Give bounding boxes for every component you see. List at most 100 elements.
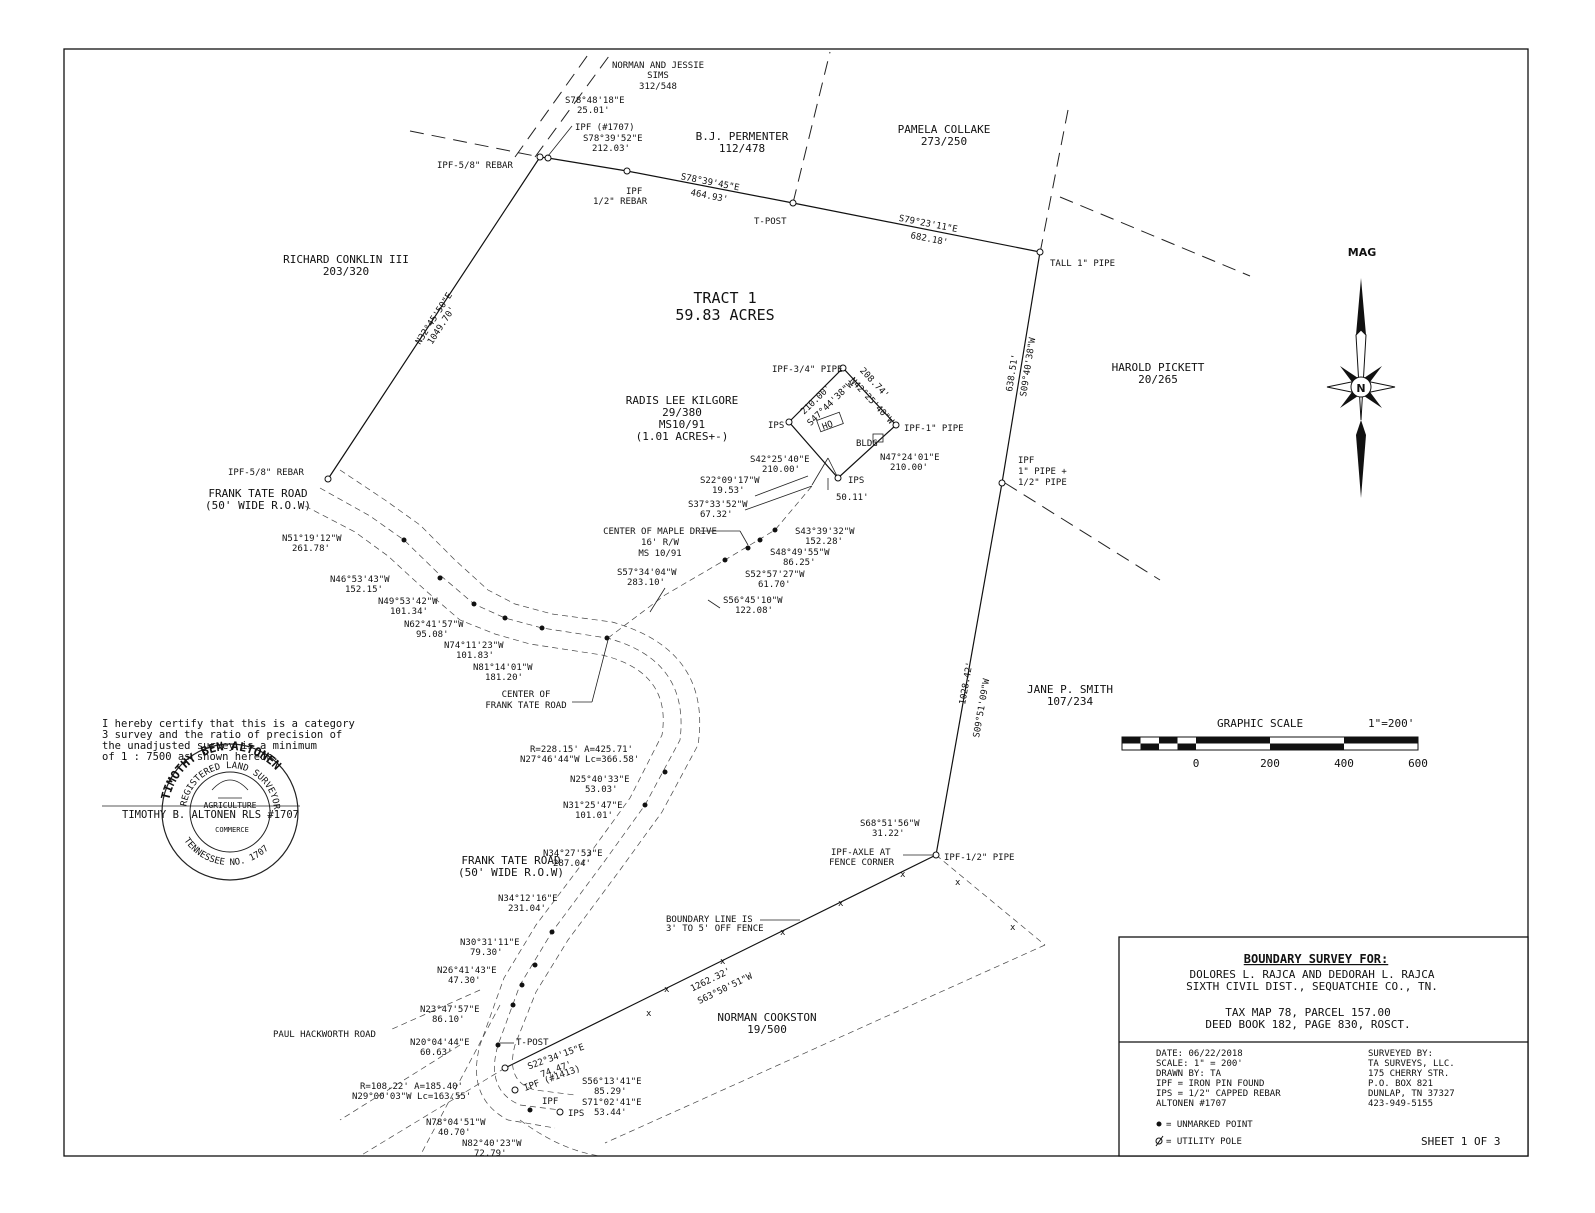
call-m2-bearing: S48°49'55"W bbox=[770, 548, 830, 558]
title-location: SIXTH CIVIL DIST., SEQUATCHIE CO., TN. bbox=[1186, 980, 1438, 993]
tb-street: 175 CHERRY STR. bbox=[1368, 1069, 1449, 1079]
cert-line-3: the unadjusted survey is a minimum bbox=[102, 740, 317, 752]
call-b3-bearing: S71°02'41"E bbox=[582, 1098, 642, 1108]
call-m4-dist: 122.08' bbox=[735, 606, 773, 616]
call-r12-bearing: N26°41'43"E bbox=[437, 966, 497, 976]
tract-name: TRACT 1 bbox=[693, 289, 756, 307]
call-r7-dist: 53.03' bbox=[585, 785, 618, 795]
scale-tick-200: 200 bbox=[1260, 757, 1280, 770]
call-r9-dist: 287.04' bbox=[553, 859, 591, 869]
conklin-deed: 203/320 bbox=[323, 265, 369, 278]
fence-note-1: BOUNDARY LINE IS bbox=[666, 915, 753, 925]
call-m2-dist: 86.25' bbox=[783, 558, 816, 568]
fence-marks: x x x x x x x x bbox=[646, 870, 1016, 1019]
ips-a-label: IPS bbox=[768, 421, 784, 431]
conklin-name: RICHARD CONKLIN III bbox=[283, 253, 409, 266]
call-r5-dist: 101.83' bbox=[456, 651, 494, 661]
center-frank-tate-2: FRANK TATE ROAD bbox=[485, 701, 566, 711]
tb-altonen: ALTONEN #1707 bbox=[1156, 1099, 1226, 1109]
tb-drawn: DRAWN BY: TA bbox=[1156, 1069, 1222, 1079]
frank-tate-label-lower: FRANK TATE ROAD bbox=[461, 854, 560, 867]
curve1-radius: R=228.15' A=425.71' bbox=[530, 745, 633, 755]
call-c3-bearing: S78°39'45"E bbox=[680, 172, 740, 193]
ipf-58-top-label: IPF-5/8" REBAR bbox=[437, 161, 513, 171]
ipf-axle-fence: FENCE CORNER bbox=[829, 858, 895, 868]
paul-hackworth-label: PAUL HACKWORTH ROAD bbox=[273, 1030, 376, 1040]
call-r10-dist: 231.04' bbox=[508, 904, 546, 914]
call-m4-bearing: S56°45'10"W bbox=[723, 596, 783, 606]
graphic-scale: GRAPHIC SCALE 1"=200' 0 200 400 600 bbox=[1121, 717, 1428, 770]
north-mag-label: MAG bbox=[1348, 246, 1377, 259]
svg-text:x: x bbox=[720, 957, 726, 967]
call-r13-dist: 86.10' bbox=[432, 1015, 465, 1025]
call-k6-bearing: S37°33'52"W bbox=[688, 500, 748, 510]
call-m1-dist: 152.28' bbox=[805, 537, 843, 547]
survey-points bbox=[324, 153, 1044, 1116]
pickett-name: HAROLD PICKETT bbox=[1112, 361, 1205, 374]
road-calls: N51°19'12"W 261.78' N46°53'43"W 152.15' … bbox=[282, 534, 642, 1159]
maple-calls: S43°39'32"W 152.28' S48°49'55"W 86.25' S… bbox=[617, 527, 855, 616]
call-r15-dist: 40.70' bbox=[438, 1128, 471, 1138]
legend-pole-symbol bbox=[1155, 1137, 1163, 1145]
tpost-top-label: T-POST bbox=[754, 217, 787, 227]
cert-line-2: 3 survey and the ratio of precision of bbox=[102, 729, 342, 741]
call-k3-bearing: S42°25'40"E bbox=[750, 455, 810, 465]
frank-tate-road bbox=[304, 469, 701, 1157]
call-k3-dist: 210.00' bbox=[762, 465, 800, 475]
pin-labels: IPF (#1707) IPF-5/8" REBAR IPF 1/2" REBA… bbox=[228, 123, 1115, 1119]
call-c2-dist: 212.03' bbox=[592, 144, 630, 154]
call-m5-dist: 283.10' bbox=[627, 578, 665, 588]
call-c7-bearing: S09°51'09"W bbox=[972, 678, 992, 739]
call-r10-bearing: N34°12'16"E bbox=[498, 894, 558, 904]
call-r16-bearing: N82°40'23"W bbox=[462, 1139, 522, 1149]
maple-row: 16' R/W bbox=[641, 538, 680, 548]
call-c7-dist: 1028.42' bbox=[958, 661, 975, 705]
pickett-deed: 20/265 bbox=[1138, 373, 1178, 386]
call-r1-bearing: N51°19'12"W bbox=[282, 534, 342, 544]
collake-name: PAMELA COLLAKE bbox=[898, 123, 991, 136]
title-heading: BOUNDARY SURVEY FOR: bbox=[1244, 952, 1389, 966]
sims-name: NORMAN AND JESSIE bbox=[612, 61, 704, 71]
call-r14-bearing: N20°04'44"E bbox=[410, 1038, 470, 1048]
sheet-border bbox=[63, 48, 1529, 1157]
call-r4-bearing: N62°41'57"W bbox=[404, 620, 464, 630]
call-r8-dist: 101.01' bbox=[575, 811, 613, 821]
call-c4-dist: 682.18' bbox=[910, 231, 949, 248]
permenter-deed: 112/478 bbox=[719, 142, 765, 155]
seal-commerce-text: COMMERCE bbox=[215, 826, 249, 834]
owner-labels: NORMAN AND JESSIE SIMS 312/548 B.J. PERM… bbox=[283, 61, 1205, 1036]
call-m3-bearing: S52°57'27"W bbox=[745, 570, 805, 580]
smith-deed: 107/234 bbox=[1047, 695, 1094, 708]
tall-pipe-label: TALL 1" PIPE bbox=[1050, 259, 1115, 269]
svg-text:x: x bbox=[900, 870, 906, 880]
kilgore-calls: 210.00' S47°44'38"W 208.74' N42°25'40"W … bbox=[688, 366, 940, 520]
svg-text:x: x bbox=[646, 1009, 652, 1019]
bldg-label: BLDG bbox=[856, 439, 878, 449]
call-r11-dist: 79.30' bbox=[470, 948, 503, 958]
call-k4-dist: 210.00' bbox=[890, 463, 928, 473]
call-r2-bearing: N46°53'43"W bbox=[330, 575, 390, 585]
ipf-right-label: IPF bbox=[1018, 456, 1034, 466]
call-c6-bearing: S09°40'38"W bbox=[1019, 336, 1038, 397]
ipf-1707-label: IPF (#1707) bbox=[575, 123, 635, 133]
call-r9-bearing: N34°27'53"E bbox=[543, 849, 603, 859]
call-c8-dist: 31.22' bbox=[872, 829, 905, 839]
kilgore-plat: MS10/91 bbox=[659, 418, 705, 431]
call-m5-bearing: S57°34'04"W bbox=[617, 568, 677, 578]
call-r2-dist: 152.15' bbox=[345, 585, 383, 595]
cert-line-1: I hereby certify that this is a category bbox=[102, 718, 355, 730]
call-c1-dist: 25.01' bbox=[577, 106, 610, 116]
title-block: BOUNDARY SURVEY FOR: DOLORES L. RAJCA AN… bbox=[1118, 936, 1529, 1157]
call-c3-dist: 464.93' bbox=[690, 188, 729, 205]
north-letter: N bbox=[1356, 382, 1365, 395]
call-k5-dist: 19.53' bbox=[712, 486, 745, 496]
seal-middle-text: AGRICULTURE bbox=[204, 801, 257, 810]
call-r4-dist: 95.08' bbox=[416, 630, 449, 640]
kilgore-acres: (1.01 ACRES+-) bbox=[636, 430, 729, 443]
call-r8-bearing: N31°25'47"E bbox=[563, 801, 623, 811]
call-k7-dist: 50.11' bbox=[836, 493, 869, 503]
tb-ipf: IPF = IRON PIN FOUND bbox=[1156, 1079, 1264, 1089]
ipf-58-left-label: IPF-5/8" REBAR bbox=[228, 468, 304, 478]
call-r15-bearing: N78°04'51"W bbox=[426, 1118, 486, 1128]
call-r12-dist: 47.30' bbox=[448, 976, 481, 986]
